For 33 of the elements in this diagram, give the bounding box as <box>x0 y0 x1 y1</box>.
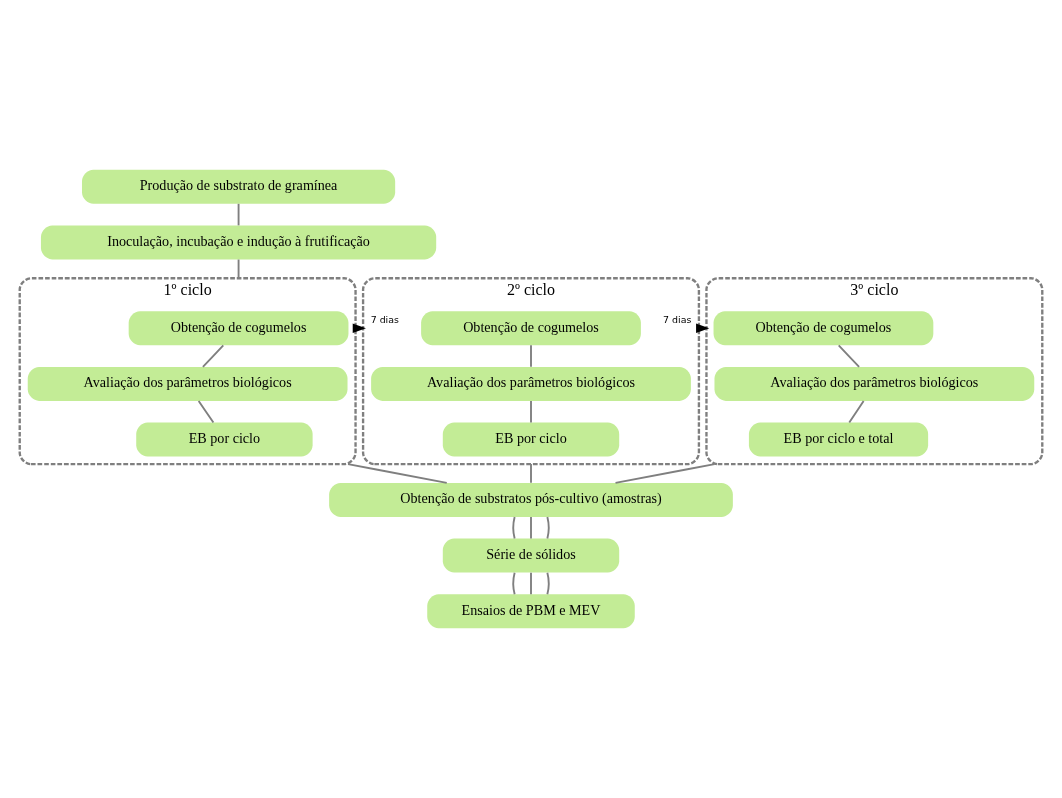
node-box: Obtenção de cogumelos <box>421 311 641 346</box>
connector <box>546 571 550 596</box>
connector <box>347 463 448 484</box>
node-box: Ensaios de PBM e MEV <box>427 594 635 629</box>
node-box: Série de sólidos <box>442 538 620 573</box>
connector <box>530 400 532 424</box>
node-box: Obtenção de substratos pós-cultivo (amostras) <box>329 482 733 517</box>
node-box: EB por ciclo <box>136 422 313 457</box>
edge-label: 7 dias <box>370 313 399 325</box>
node-box: Avaliação dos parâmetros biológicos <box>27 366 348 401</box>
node-box: Obtenção de cogumelos <box>713 311 934 346</box>
connector <box>546 516 550 540</box>
node-box: EB por ciclo e total <box>748 422 929 457</box>
connector <box>530 463 532 484</box>
edge-label: 7 dias <box>663 313 692 325</box>
node-box: Avaliação dos parâmetros biológicos <box>714 366 1035 401</box>
connector <box>530 516 532 540</box>
node-box: Inoculação, incubação e indução à frutificação <box>40 225 437 260</box>
connector <box>530 344 532 368</box>
connector <box>530 571 532 596</box>
node-box: Obtenção de cogumelos <box>128 311 349 346</box>
node-box: EB por ciclo <box>442 422 620 457</box>
connector <box>237 258 240 280</box>
node-box: Produção de substrato de gramínea <box>82 169 396 204</box>
connector <box>848 400 865 424</box>
connector <box>197 400 215 424</box>
connector <box>614 463 716 484</box>
connector <box>237 202 240 227</box>
node-box: Avaliação dos parâmetros biológicos <box>371 366 691 401</box>
connector <box>512 516 516 540</box>
connector <box>201 344 225 368</box>
connector <box>837 344 861 368</box>
connector <box>512 571 516 596</box>
